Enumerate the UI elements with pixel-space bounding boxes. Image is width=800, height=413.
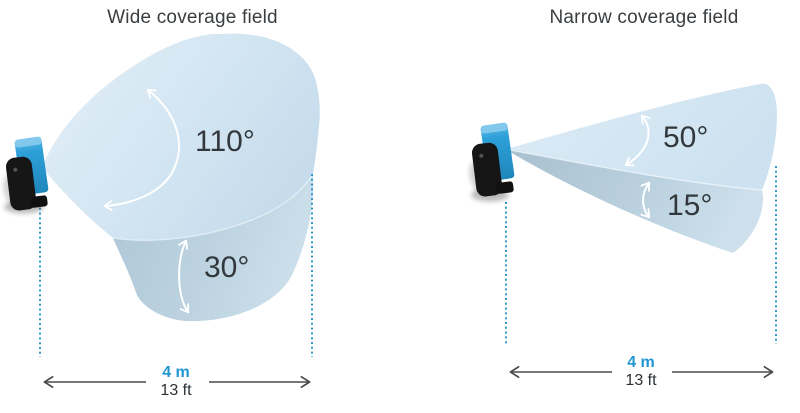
narrow-horizontal-angle-label: 50° [663, 121, 709, 154]
wide-horizontal-angle-label: 110° [195, 125, 255, 158]
narrow-vertical-angle-label: 15° [667, 189, 713, 222]
wide-vertical-angle-label: 30° [204, 251, 250, 284]
wide-field-crease [112, 173, 314, 241]
wide-panel-title: Wide coverage field [107, 7, 278, 28]
narrow-distance-metric-label: 4 m [627, 354, 655, 371]
narrow-coverage-graphic [469, 83, 777, 379]
narrow-distance-imperial-label: 13 ft [625, 371, 657, 389]
wide-distance-label: 4 m 13 ft [134, 364, 218, 400]
narrow-panel-title: Narrow coverage field [549, 7, 739, 28]
wide-field-front-surface [113, 174, 314, 322]
wide-horizontal-angle-arc-icon [103, 88, 180, 211]
wide-distance-metric-label: 4 m [162, 364, 190, 381]
narrow-distance-label: 4 m 13 ft [599, 354, 683, 390]
narrow-vertical-angle-arc-icon [640, 181, 651, 219]
narrow-sensor-device-icon [469, 122, 515, 202]
narrow-field-front-surface [510, 150, 763, 253]
wide-coverage-graphic [3, 33, 320, 389]
wide-sensor-device-icon [3, 136, 49, 214]
wide-distance-imperial-label: 13 ft [160, 381, 192, 399]
narrow-horizontal-angle-arc-icon [624, 114, 651, 167]
wide-vertical-angle-arc-icon [178, 239, 190, 314]
narrow-field-crease [509, 149, 763, 191]
